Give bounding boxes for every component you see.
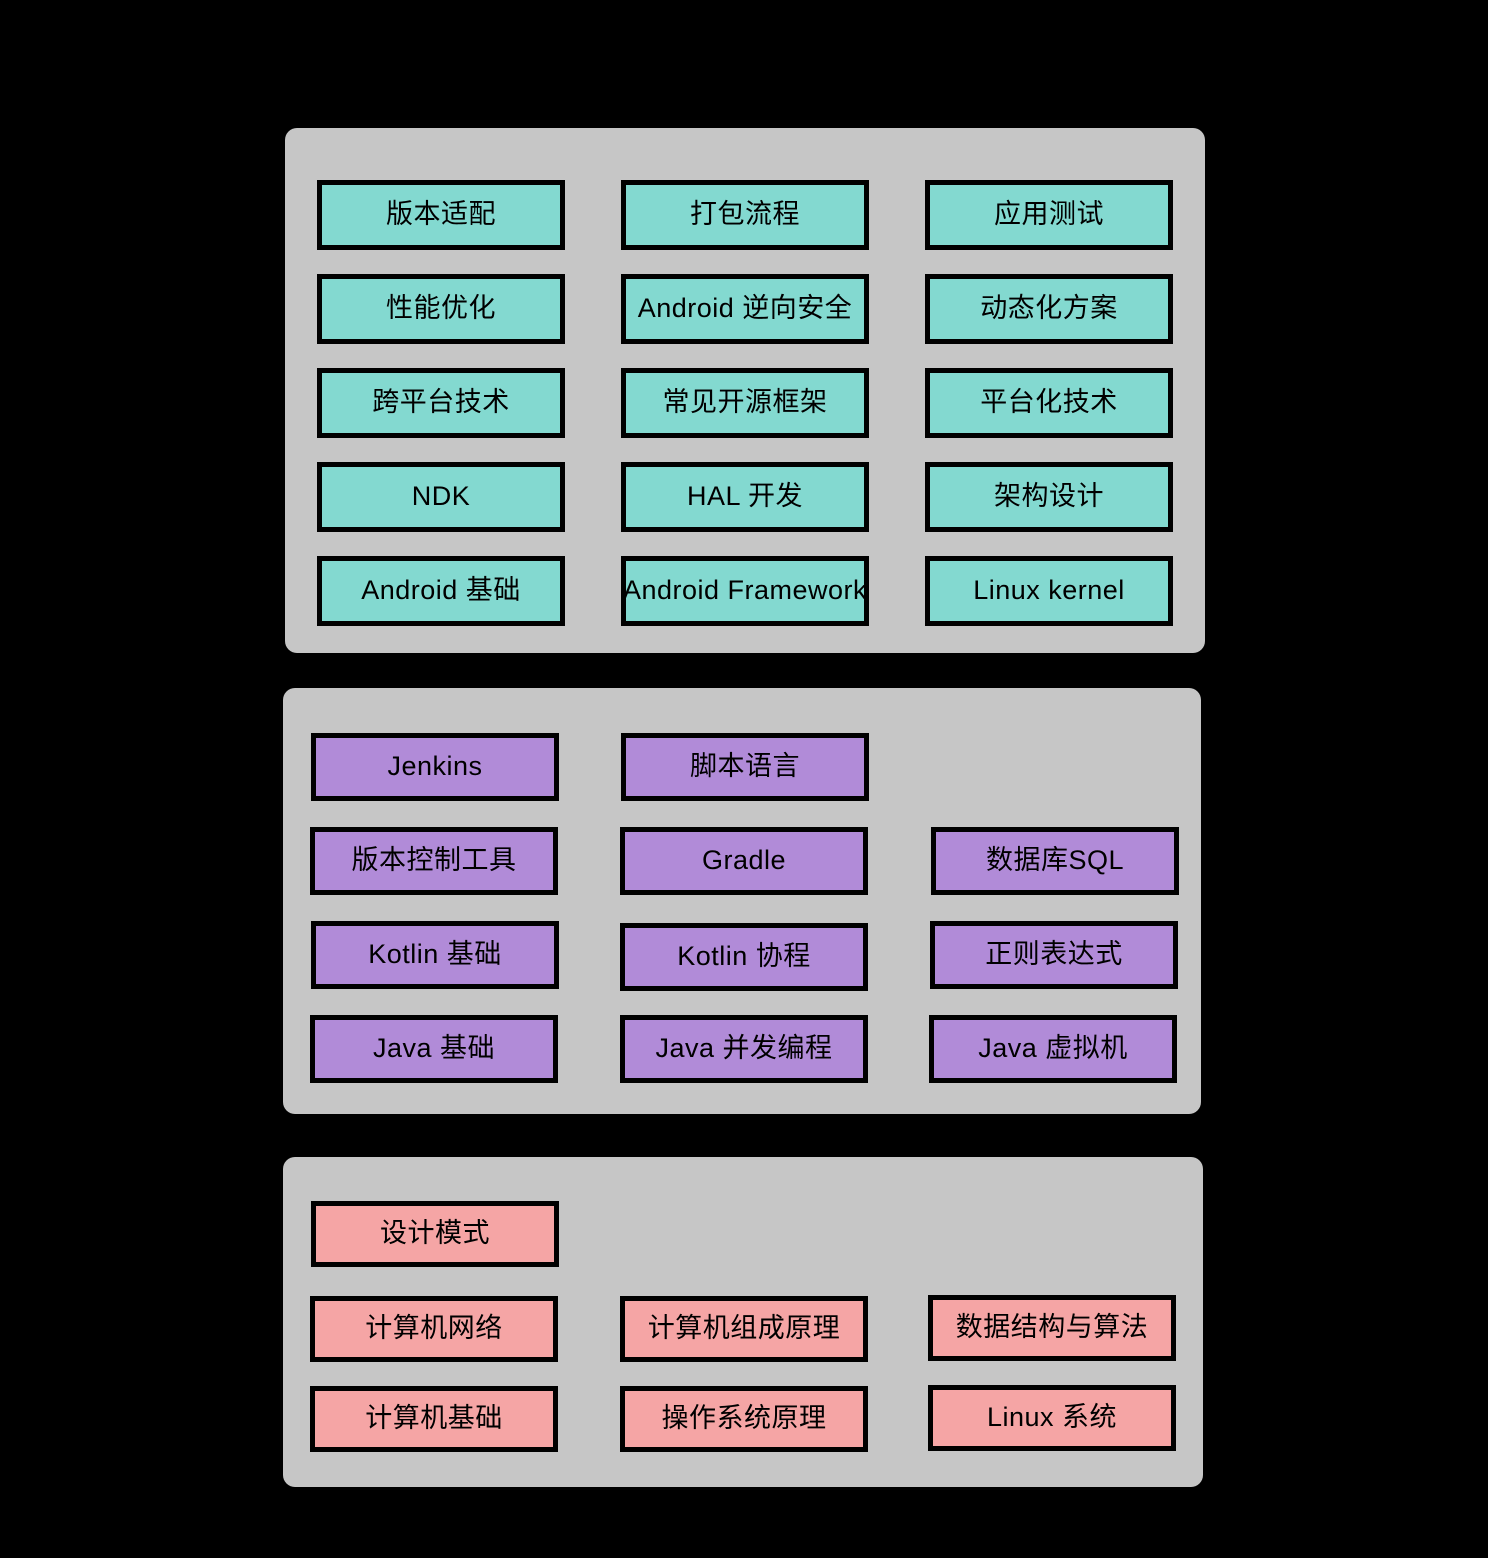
node-box[interactable]: Kotlin 协程 [620,923,868,991]
node-box[interactable]: 操作系统原理 [620,1386,868,1452]
node-box[interactable]: Gradle [620,827,868,895]
node-box[interactable]: 计算机基础 [310,1386,558,1452]
node-box[interactable]: Java 虚拟机 [929,1015,1177,1083]
node-box[interactable]: Android 基础 [317,556,565,626]
node-box[interactable]: 计算机网络 [310,1296,558,1362]
node-box[interactable]: 应用测试 [925,180,1173,250]
node-box[interactable]: 脚本语言 [621,733,869,801]
node-box[interactable]: HAL 开发 [621,462,869,532]
node-box[interactable]: 平台化技术 [925,368,1173,438]
node-box[interactable]: Java 基础 [310,1015,558,1083]
node-box[interactable]: 版本控制工具 [310,827,558,895]
node-box[interactable]: 设计模式 [311,1201,559,1267]
node-box[interactable]: 动态化方案 [925,274,1173,344]
node-box[interactable]: 数据结构与算法 [928,1295,1176,1361]
node-box[interactable]: 打包流程 [621,180,869,250]
node-box[interactable]: Linux 系统 [928,1385,1176,1451]
node-box[interactable]: NDK [317,462,565,532]
node-box[interactable]: 计算机组成原理 [620,1296,868,1362]
node-box[interactable]: 架构设计 [925,462,1173,532]
node-box[interactable]: 版本适配 [317,180,565,250]
node-box[interactable]: Kotlin 基础 [311,921,559,989]
node-box[interactable]: 数据库SQL [931,827,1179,895]
node-box[interactable]: Android 逆向安全 [621,274,869,344]
node-box[interactable]: Android Framework [621,556,869,626]
node-box[interactable]: Linux kernel [925,556,1173,626]
node-box[interactable]: 跨平台技术 [317,368,565,438]
node-box[interactable]: Java 并发编程 [620,1015,868,1083]
node-box[interactable]: 常见开源框架 [621,368,869,438]
node-box[interactable]: 性能优化 [317,274,565,344]
node-box[interactable]: Jenkins [311,733,559,801]
node-box[interactable]: 正则表达式 [930,921,1178,989]
